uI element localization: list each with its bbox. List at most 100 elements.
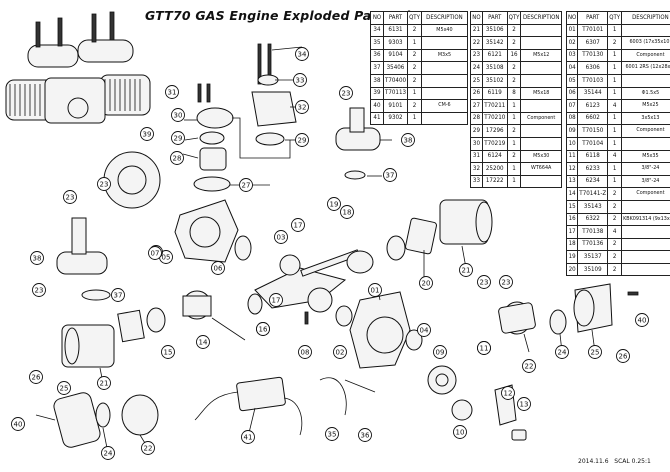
- cell-no: 21: [470, 23, 483, 38]
- cell-part: 35406: [382, 61, 409, 75]
- cell-no: 15: [565, 199, 579, 214]
- cell-no: 22: [470, 36, 483, 50]
- cell-no: 12: [565, 162, 579, 176]
- cell-desc: M5x12: [520, 48, 562, 63]
- cell-no: 01: [565, 23, 579, 38]
- cell-desc: [621, 199, 670, 214]
- front-crankcase-assembly: [349, 291, 527, 441]
- cell-qty: 1: [607, 111, 623, 126]
- cell-qty: 4: [607, 99, 623, 113]
- column-header-qty: QTY: [506, 11, 522, 25]
- cell-desc: [621, 23, 670, 38]
- cell-qty: 1: [607, 86, 623, 101]
- cell-part: T70130: [577, 48, 609, 63]
- ignition-stack: [193, 43, 297, 192]
- cell-no: 09: [565, 124, 579, 138]
- cell-desc: 6003 (17x35x10): [621, 36, 670, 50]
- cell-no: 38: [370, 73, 384, 88]
- cell-part: 6119: [481, 86, 508, 101]
- cell-qty: 1: [607, 162, 623, 176]
- cell-no: 36: [370, 48, 384, 63]
- cell-part: T70210: [481, 111, 508, 126]
- cell-qty: 2: [607, 250, 623, 264]
- cell-desc: [520, 174, 562, 189]
- cell-desc: [520, 61, 562, 75]
- cell-desc: [621, 262, 670, 277]
- cell-desc: 3/8"-24: [621, 174, 670, 189]
- column-header-no: NO: [565, 11, 579, 25]
- cell-part: 9104: [382, 48, 409, 63]
- ignition-module: [194, 376, 376, 436]
- cell-no: 25: [470, 73, 483, 88]
- cell-no: 23: [470, 48, 483, 63]
- cell-desc: Component: [621, 124, 670, 138]
- cell-desc: [621, 73, 670, 88]
- cell-no: 26: [470, 86, 483, 101]
- cell-part: 35143: [577, 199, 609, 214]
- cell-no: 28: [470, 111, 483, 126]
- cell-qty: 8: [506, 86, 522, 101]
- cell-no: 02: [565, 36, 579, 50]
- cell-desc: M5x30: [520, 149, 562, 164]
- cell-part: 17222: [481, 174, 508, 189]
- cell-qty: 2: [607, 212, 623, 227]
- cell-part: 6118: [577, 149, 609, 164]
- cell-no: 08: [565, 111, 579, 126]
- cell-desc: [621, 225, 670, 239]
- cell-no: 33: [470, 174, 483, 189]
- column-header-no: NO: [370, 11, 384, 25]
- cell-qty: 1: [506, 174, 522, 189]
- cell-qty: 4: [607, 149, 623, 164]
- cell-qty: 2: [607, 262, 623, 277]
- cell-qty: 1: [607, 174, 623, 189]
- cell-qty: 1: [607, 124, 623, 138]
- cell-part: T70104: [577, 136, 609, 151]
- cell-part: 9302: [382, 111, 409, 126]
- cell-desc: [520, 23, 562, 38]
- cell-no: 35: [370, 36, 384, 50]
- cell-no: 34: [370, 23, 384, 38]
- cell-qty: 2: [506, 23, 522, 38]
- cell-qty: 2: [407, 48, 422, 63]
- cell-no: 06: [565, 86, 579, 101]
- cell-desc: WT664A: [520, 162, 562, 176]
- cell-desc: [420, 61, 469, 75]
- cell-part: T70138: [577, 225, 609, 239]
- cell-part: 35106: [481, 23, 508, 38]
- cell-no: 19: [565, 250, 579, 264]
- cell-no: 27: [470, 99, 483, 113]
- cell-no: 17: [565, 225, 579, 239]
- cell-qty: 1: [407, 111, 422, 126]
- cell-qty: 2: [506, 36, 522, 50]
- cell-desc: Component: [621, 48, 670, 63]
- cell-no: 18: [565, 237, 579, 252]
- cell-no: 13: [565, 174, 579, 189]
- cell-no: 24: [470, 61, 483, 75]
- cell-no: 05: [565, 73, 579, 88]
- cell-part: 6121: [481, 48, 508, 63]
- cell-part: 6123: [577, 99, 609, 113]
- cell-qty: 1: [407, 36, 422, 50]
